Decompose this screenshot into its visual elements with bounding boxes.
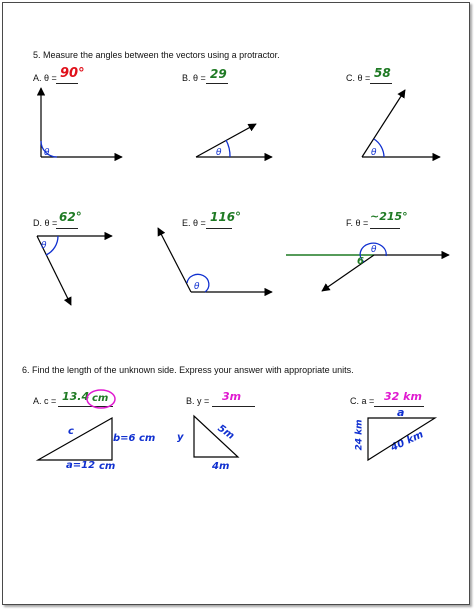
q5e-label: E. θ = (182, 218, 206, 228)
q5f-angle-arc (359, 242, 387, 263)
q6a-unit-circle (86, 389, 116, 409)
q5e-angle-arc (186, 273, 210, 293)
q6a-triangle (35, 416, 113, 461)
q5c-angle-arc (373, 138, 385, 158)
q5b-figure: θ (195, 123, 273, 162)
question-6-prompt: 6. Find the length of the unknown side. … (22, 365, 354, 375)
q5c-figure: θ (361, 89, 441, 162)
q5b-label: B. θ = (182, 73, 206, 83)
q5a-label: A. θ = (33, 73, 57, 83)
q6b-side-y: y (177, 432, 184, 443)
q5b-angle-arc (225, 139, 231, 158)
q6a-answer: 13.4 (62, 390, 90, 403)
q6a-answer-line (58, 406, 113, 407)
q5d-label: D. θ = (33, 218, 58, 228)
q6c-label: C. a = (350, 396, 375, 406)
q6c-figure (367, 417, 438, 462)
q5d-vector-down (36, 235, 72, 306)
q5e-answer: 116° (210, 210, 242, 224)
q5e-vector-up (157, 227, 192, 293)
q6c-answer: 32 km (384, 390, 422, 403)
q5c-answer-line (370, 83, 392, 84)
q5f-answer-line (370, 228, 400, 229)
q5f-vector-down (321, 254, 375, 292)
q6a-side-a: a=12 (66, 460, 96, 471)
q5e-figure: θ (157, 227, 273, 297)
worksheet-page (2, 2, 470, 605)
q6a-unit: cm (92, 393, 109, 404)
q5d-theta: θ (41, 241, 47, 251)
question-5-prompt: 5. Measure the angles between the vector… (33, 50, 280, 60)
q5a-theta: θ (44, 148, 50, 158)
q5d-answer-line (56, 228, 78, 229)
q5a-answer-line (56, 83, 78, 84)
q5f-extra-mark: 6 (357, 256, 364, 267)
q5d-angle-arc (45, 235, 59, 256)
q6c-triangle (367, 417, 438, 462)
q6b-answer-line (212, 406, 255, 407)
q6a-side-c: c (68, 426, 74, 437)
q5a-angle-arc (40, 140, 58, 158)
q5e-theta: θ (194, 282, 200, 292)
q5f-label: F. θ = (346, 218, 369, 228)
q6a-side-a-unit: cm (99, 461, 116, 472)
q6b-side-base: 4m (212, 461, 230, 472)
q5d-figure: θ (36, 231, 113, 306)
q5f-figure: θ 6 (286, 242, 450, 292)
q6b-figure (193, 414, 240, 458)
q5b-theta: θ (216, 148, 222, 158)
q6b-label: B. y = (186, 396, 210, 406)
q6b-answer: 3m (222, 390, 242, 403)
q5c-theta: θ (371, 148, 377, 158)
q6c-answer-line (374, 406, 424, 407)
q5a-figure: θ (36, 87, 123, 162)
q5c-answer: 58 (374, 66, 391, 80)
q5d-answer: 62° (59, 210, 82, 224)
q5e-answer-line (206, 228, 232, 229)
q6a-figure (35, 389, 116, 461)
q5f-answer: ~215° (370, 210, 408, 223)
q6c-side-a: a (397, 406, 405, 419)
q5c-vector-diag (361, 89, 406, 158)
q5c-label: C. θ = (346, 73, 371, 83)
q5f-theta: θ (371, 245, 377, 255)
q5b-answer-line (206, 83, 228, 84)
q5a-answer: 90° (60, 66, 85, 81)
q5b-answer: 29 (210, 67, 227, 81)
q6a-side-b: b=6 cm (113, 433, 156, 444)
q6b-triangle (193, 414, 240, 458)
q6a-label: A. c = (33, 396, 57, 406)
